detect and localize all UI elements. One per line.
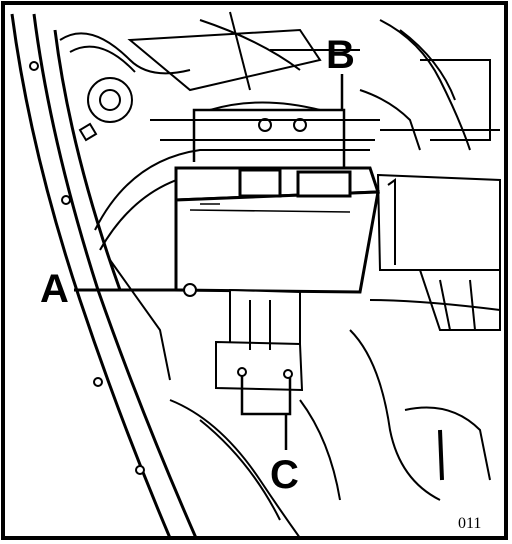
right-components <box>349 173 501 501</box>
fender-bolts <box>29 61 145 475</box>
ecu-box <box>174 166 381 294</box>
callout-b-bracket <box>192 108 346 168</box>
mounting-bracket <box>215 288 304 392</box>
callout-a-label: A <box>40 267 69 311</box>
callout-c <box>240 376 292 450</box>
callout-b-label: B <box>326 33 355 77</box>
callout-c-label: C <box>270 453 299 497</box>
callout-a: A <box>40 267 197 311</box>
callout-c-bracket <box>240 376 292 416</box>
lower-floor <box>169 399 341 539</box>
figure-number: 011 <box>458 515 481 532</box>
callout-b <box>192 74 346 168</box>
engine-components <box>59 11 500 151</box>
